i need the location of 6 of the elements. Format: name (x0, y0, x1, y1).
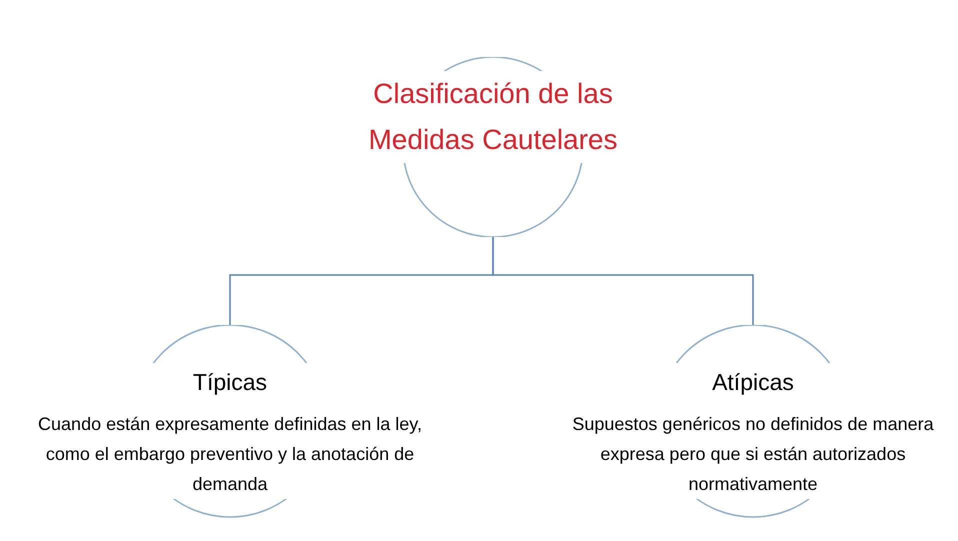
connector-line (492, 237, 754, 325)
description-text: Supuestos genéricos no definidos de manera expresa pero que si están autorizados normativamente (571, 413, 935, 496)
title-text: Clasificación de las Medidas Cautelares (367, 77, 619, 157)
description-text: Cuando están expresamente definidas en la ley, como el embargo preventivo y la anotación de demanda (37, 413, 423, 496)
heading-text: Atípicas (712, 368, 794, 397)
heading-text: Típicas (192, 368, 268, 397)
